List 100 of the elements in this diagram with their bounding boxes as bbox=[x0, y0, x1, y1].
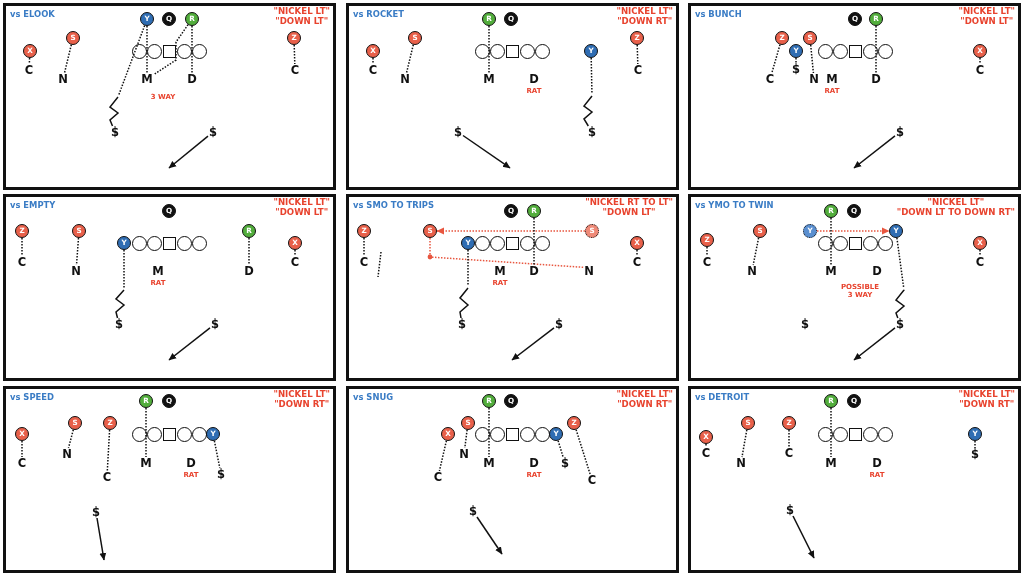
defender-letter: $ bbox=[211, 319, 219, 329]
dotted-line bbox=[875, 25, 877, 74]
dotted-zigzag-line bbox=[108, 24, 146, 127]
center-square bbox=[848, 44, 862, 58]
panel-title: vs SPEED bbox=[10, 392, 54, 402]
dotted-line bbox=[771, 43, 781, 74]
dotted-line bbox=[741, 429, 748, 458]
dotted-line bbox=[21, 440, 23, 458]
arrow bbox=[96, 517, 107, 561]
defender-letter: $ bbox=[115, 319, 123, 329]
call-text: "DOWN RT" bbox=[959, 399, 1015, 409]
defender-letter: $ bbox=[111, 127, 119, 137]
defender-letter: $ bbox=[454, 127, 462, 137]
arrow bbox=[462, 134, 511, 169]
defender-letter: C bbox=[784, 448, 794, 458]
dotted-line bbox=[464, 429, 468, 449]
dotted-line bbox=[788, 429, 790, 448]
call-text: "NICKEL LT" bbox=[616, 7, 673, 17]
dotted-line bbox=[152, 23, 189, 76]
dotted-line bbox=[795, 57, 797, 64]
dotted-line bbox=[405, 44, 415, 74]
dotted-line bbox=[21, 237, 23, 257]
defender-letter: D bbox=[529, 74, 539, 84]
defender-letter: C bbox=[17, 458, 27, 468]
defender-letter: N bbox=[736, 458, 746, 468]
call-text: "DOWN RT" bbox=[617, 16, 673, 26]
defender-letter: $ bbox=[561, 458, 569, 468]
defender-letter: C bbox=[587, 475, 597, 485]
dotted-line bbox=[438, 440, 448, 472]
arrow bbox=[792, 515, 815, 559]
panel-title: vs YMO TO TWIN bbox=[695, 200, 774, 210]
dotted-zigzag-line bbox=[582, 57, 594, 127]
defender-letter: C bbox=[102, 472, 112, 482]
dotted-line bbox=[293, 44, 296, 65]
dotted-line bbox=[809, 44, 815, 74]
defender-letter: C bbox=[290, 65, 300, 75]
call-text: "DOWN LT" bbox=[275, 207, 329, 217]
panel-title: vs EMPTY bbox=[10, 200, 56, 210]
defender-letter: N bbox=[58, 74, 68, 84]
call-text: "NICKEL RT TO LT" bbox=[585, 198, 673, 208]
center-square bbox=[505, 44, 519, 58]
defender-letter: C bbox=[17, 257, 27, 267]
defender-letter: M bbox=[826, 74, 838, 84]
call-text: "DOWN LT" bbox=[960, 16, 1014, 26]
defender-letter: $ bbox=[92, 507, 100, 517]
dotted-line bbox=[248, 237, 250, 266]
dotted-line bbox=[979, 249, 981, 257]
defender-letter: M bbox=[152, 266, 164, 276]
defender-letter: M bbox=[141, 74, 153, 84]
defender-letter: C bbox=[368, 65, 378, 75]
dotted-line bbox=[575, 428, 591, 475]
dotted-line bbox=[533, 217, 535, 266]
defender-letter: D bbox=[244, 266, 254, 276]
defender-letter: C bbox=[701, 448, 711, 458]
play-panel bbox=[688, 194, 1021, 381]
arrow bbox=[853, 327, 896, 361]
panel-title: vs ELOOK bbox=[10, 9, 55, 19]
dotted-arrow bbox=[436, 227, 586, 235]
defender-letter: C bbox=[632, 257, 642, 267]
defender-letter: D bbox=[187, 74, 197, 84]
call-text: "DOWN RT" bbox=[274, 399, 330, 409]
defender-letter: D bbox=[529, 266, 539, 276]
dotted-line bbox=[830, 217, 832, 266]
defender-letter: D bbox=[871, 74, 881, 84]
defender-letter: D bbox=[529, 458, 539, 468]
center-square bbox=[848, 427, 862, 441]
play-panel bbox=[3, 386, 336, 573]
defender-letter: C bbox=[433, 472, 443, 482]
defender-letter: D bbox=[186, 458, 196, 468]
defender-letter: $ bbox=[896, 319, 904, 329]
defender-letter: $ bbox=[786, 505, 794, 515]
dotted-line bbox=[28, 57, 31, 65]
center-square bbox=[162, 44, 176, 58]
defender-letter: C bbox=[290, 257, 300, 267]
defender-letter: N bbox=[62, 449, 72, 459]
defender-letter: $ bbox=[209, 127, 217, 137]
defender-letter: $ bbox=[896, 127, 904, 137]
dotted-line bbox=[429, 237, 584, 269]
dotted-zigzag-line bbox=[114, 249, 126, 319]
dotted-line bbox=[63, 44, 73, 74]
defender-letter: $ bbox=[588, 127, 596, 137]
arrow bbox=[168, 327, 211, 361]
arrow bbox=[168, 135, 209, 169]
panel-title: vs DETROIT bbox=[695, 392, 750, 402]
dotted-line bbox=[213, 440, 221, 469]
defender-letter: C bbox=[24, 65, 34, 75]
defender-letter: N bbox=[71, 266, 81, 276]
panel-title: vs ROCKET bbox=[353, 9, 404, 19]
center-square bbox=[505, 427, 519, 441]
arrow bbox=[476, 516, 503, 555]
dotted-line bbox=[752, 237, 760, 266]
defender-letter: N bbox=[400, 74, 410, 84]
defender-letter: C bbox=[975, 257, 985, 267]
call-text: "NICKEL LT" bbox=[927, 198, 985, 208]
dotted-line bbox=[106, 429, 111, 472]
center-square bbox=[848, 236, 862, 250]
defender-letter: M bbox=[825, 266, 837, 276]
dotted-line bbox=[979, 57, 981, 65]
defender-letter: D bbox=[872, 266, 882, 276]
dotted-zigzag-line bbox=[894, 237, 906, 319]
